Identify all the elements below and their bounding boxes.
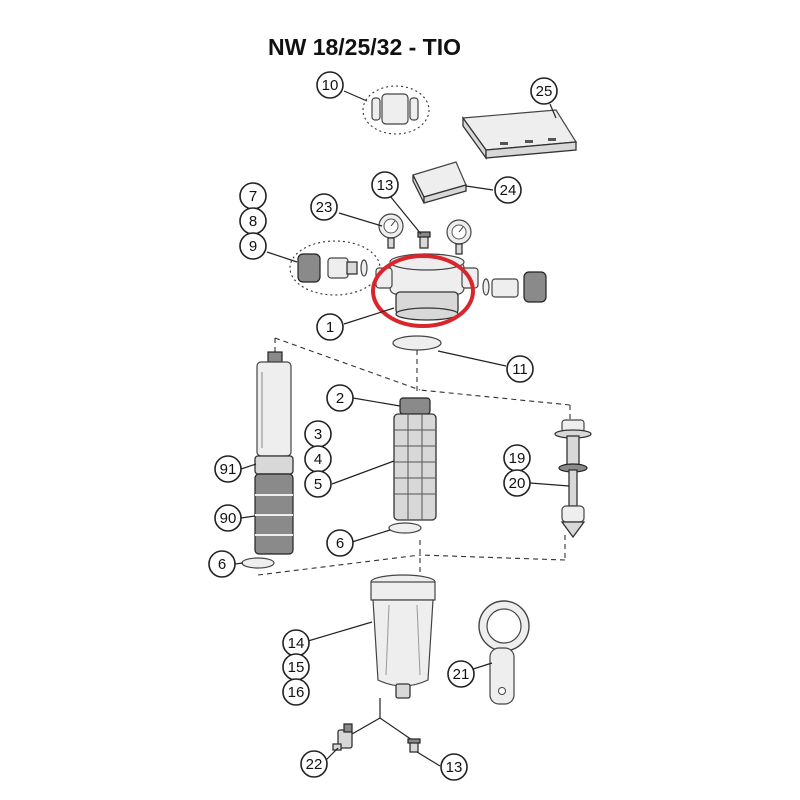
callout-13-top: 13: [371, 171, 399, 199]
svg-text:91: 91: [220, 461, 237, 478]
svg-text:8: 8: [249, 213, 257, 230]
svg-text:7: 7: [249, 188, 257, 205]
svg-text:6: 6: [336, 535, 344, 552]
callout-6-center: 6: [326, 529, 354, 557]
svg-text:13: 13: [446, 759, 463, 776]
part-13-vent-screw-bottom: [407, 738, 421, 753]
callout-8: 8: [239, 207, 267, 235]
callout-13-bottom: 13: [440, 753, 468, 781]
highlight-ring: [371, 254, 475, 328]
svg-text:14: 14: [288, 635, 305, 652]
part-90-91-filter-column: [241, 351, 294, 569]
part-2-5-filter-element: [388, 397, 437, 534]
svg-text:15: 15: [288, 659, 305, 676]
callout-11: 11: [506, 355, 534, 383]
part-23-pressure-gauge-right: [446, 219, 472, 255]
svg-text:6: 6: [218, 556, 226, 573]
callout-5: 5: [304, 470, 332, 498]
svg-text:11: 11: [512, 361, 528, 378]
drain-leader-right: [379, 717, 416, 743]
callout-16: 16: [282, 678, 310, 706]
svg-text:3: 3: [314, 426, 322, 443]
svg-text:22: 22: [306, 756, 323, 773]
callout-19: 19: [503, 444, 531, 472]
svg-text:4: 4: [314, 451, 322, 468]
outlet-fitting-group: [482, 271, 547, 303]
svg-text:90: 90: [220, 510, 237, 527]
callout-22: 22: [300, 750, 328, 778]
part-24-bracket-plate: [412, 161, 467, 204]
svg-text:9: 9: [249, 238, 257, 255]
svg-text:19: 19: [509, 450, 526, 467]
svg-text:20: 20: [509, 475, 526, 492]
callout-91: 91: [214, 455, 242, 483]
callout-25: 25: [530, 77, 558, 105]
part-11-o-ring: [392, 335, 442, 351]
callout-leaders: [234, 90, 570, 767]
callout-23: 23: [310, 193, 338, 221]
callout-7: 7: [239, 182, 267, 210]
part-10-fitting-group: [362, 85, 430, 135]
callout-4: 4: [304, 445, 332, 473]
callout-20: 20: [503, 469, 531, 497]
svg-text:16: 16: [288, 684, 305, 701]
callout-6-left: 6: [208, 550, 236, 578]
svg-text:25: 25: [536, 83, 553, 100]
svg-text:2: 2: [336, 390, 344, 407]
svg-text:13: 13: [377, 177, 394, 194]
svg-text:23: 23: [316, 199, 333, 216]
svg-text:21: 21: [453, 666, 470, 683]
callout-24: 24: [494, 176, 522, 204]
callout-3: 3: [304, 420, 332, 448]
callout-2: 2: [326, 384, 354, 412]
callout-90: 90: [214, 504, 242, 532]
diagram-title: NW 18/25/32 - TIO: [268, 34, 461, 60]
svg-text:24: 24: [500, 182, 517, 199]
part-22-drain-valve: [332, 723, 353, 751]
svg-text:5: 5: [314, 476, 322, 493]
part-19-20-valve-stem: [554, 419, 592, 539]
callout-9: 9: [239, 232, 267, 260]
callout-14: 14: [282, 629, 310, 657]
callout-15: 15: [282, 653, 310, 681]
svg-text:1: 1: [326, 319, 334, 336]
part-14-16-filter-bowl: [370, 574, 436, 699]
part-25-wall-bracket: [461, 109, 578, 161]
assembly-lines: [257, 337, 571, 576]
part-13-vent-screw-top: [417, 231, 431, 249]
part-23-pressure-gauge-left: [378, 213, 404, 249]
callout-21: 21: [447, 660, 475, 688]
svg-text:10: 10: [322, 77, 339, 94]
part-21-bowl-wrench: [478, 600, 530, 705]
part-7-8-9-inlet-fitting-group: [289, 240, 381, 296]
callout-10: 10: [316, 71, 344, 99]
callout-1: 1: [316, 313, 344, 341]
